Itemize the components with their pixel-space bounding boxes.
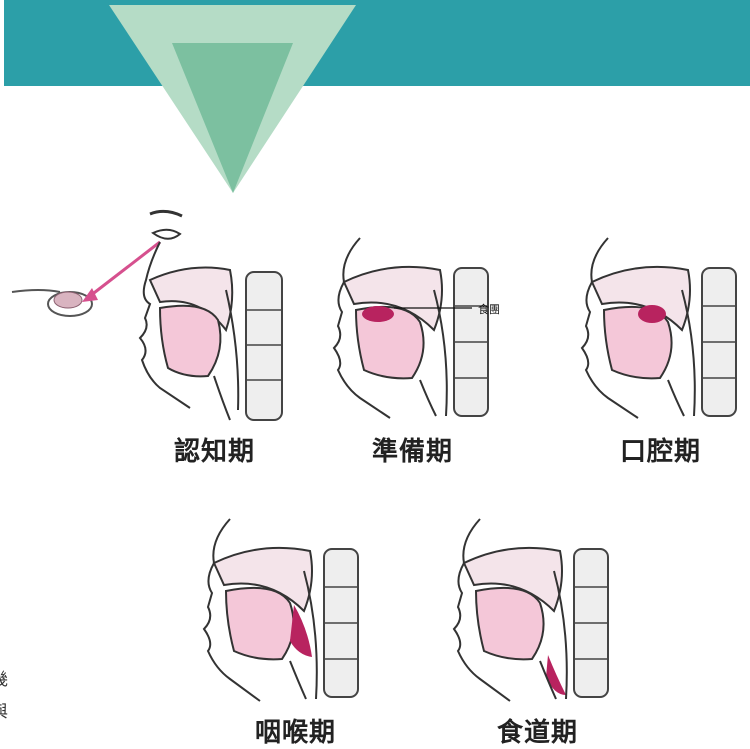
stage-panel-cognition	[0, 200, 300, 470]
callout-bolus-label: 食團	[478, 301, 500, 317]
stage-label-esophageal: 食道期	[497, 712, 578, 749]
down-triangle-icon	[0, 0, 750, 200]
head-cross-section	[440, 505, 630, 705]
stage-panel-oral	[570, 220, 750, 420]
head-cross-section	[0, 200, 300, 470]
head-cross-section	[570, 220, 750, 420]
stage-label-pharyngeal: 咽喉期	[255, 712, 336, 749]
stage-label-preparation: 準備期	[372, 431, 453, 468]
stage-label-oral: 口腔期	[620, 431, 701, 468]
stage-label-cognition: 認知期	[174, 431, 255, 468]
edge-text-line2: 與	[0, 697, 8, 722]
stage-panel-pharyngeal	[190, 505, 380, 705]
stage-panel-esophageal	[440, 505, 630, 705]
stage-panel-preparation	[320, 220, 510, 420]
head-cross-section	[320, 220, 510, 420]
head-cross-section	[190, 505, 380, 705]
edge-text-line1: 幾	[0, 665, 8, 690]
